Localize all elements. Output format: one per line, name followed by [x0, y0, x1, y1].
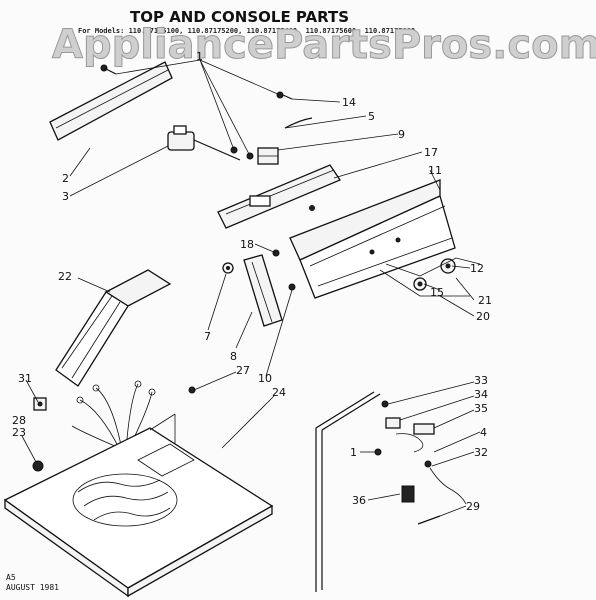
callout-29: 29 — [466, 500, 480, 513]
part-5-clip — [257, 147, 279, 165]
watermark: AppliancePartsPros.com — [52, 22, 596, 68]
callout-14: 14 — [342, 96, 356, 109]
callout-15: 15 — [430, 286, 444, 299]
callout-20: 20 — [476, 310, 490, 323]
part-22-lid-hinge — [55, 269, 172, 387]
part-29-wire-end — [417, 515, 441, 525]
callout-1-inset: 1 — [350, 446, 357, 459]
model-list: For Models: 110.87175100, 110.87175200, … — [78, 27, 415, 35]
part-34-bracket — [385, 417, 401, 429]
inset-detail — [315, 391, 467, 592]
part-3-switch — [167, 125, 241, 161]
part-31-clip — [33, 397, 47, 411]
part-36-block — [401, 485, 415, 503]
part-17-bracket — [217, 164, 341, 229]
page-code: A5 — [6, 573, 16, 582]
part-2-trim-strip — [49, 61, 173, 141]
callout-4: 4 — [480, 426, 487, 439]
callout-32: 32 — [474, 446, 488, 459]
callout-1: 1 — [196, 50, 203, 63]
page-title: TOP AND CONSOLE PARTS — [130, 8, 349, 26]
callout-labels: 1 14 5 9 17 11 2 3 18 22 7 8 10 27 24 31… — [12, 50, 492, 513]
part-15-knob — [413, 277, 427, 291]
callout-8: 8 — [230, 350, 237, 363]
part-24-cabinet-top — [3, 413, 274, 598]
part-33-screw — [381, 400, 389, 408]
part-20-outline — [379, 269, 470, 297]
part-8-bracket — [243, 254, 283, 327]
part-14-wire — [284, 117, 313, 129]
callout-35: 35 — [474, 402, 488, 415]
callout-3: 3 — [62, 190, 69, 203]
callout-9: 9 — [398, 128, 405, 141]
callout-17: 17 — [424, 146, 438, 159]
callout-11: 11 — [428, 164, 442, 177]
callout-18: 18 — [240, 238, 254, 251]
callout-24: 24 — [272, 386, 286, 399]
part-10-screw — [288, 283, 296, 291]
callout-31: 31 — [18, 372, 32, 385]
callout-2: 2 — [62, 172, 69, 185]
part-32-screw — [424, 460, 432, 468]
callout-12: 12 — [470, 262, 484, 275]
callout-34: 34 — [474, 388, 488, 401]
callout-21: 21 — [478, 294, 492, 307]
callout-23: 23 — [12, 426, 26, 439]
callout-10: 10 — [258, 372, 272, 385]
part-11-console — [289, 179, 456, 299]
callout-27: 27 — [236, 364, 250, 377]
part-12-knob — [440, 258, 456, 274]
part-21-outline — [385, 257, 481, 277]
callout-33: 33 — [474, 374, 488, 387]
callout-22: 22 — [58, 270, 72, 283]
part-23-grommet — [32, 460, 44, 472]
revision-date: AUGUST 1981 — [6, 583, 59, 592]
callout-7: 7 — [204, 330, 211, 343]
part-7-nut — [222, 262, 234, 274]
callout-28: 28 — [12, 414, 26, 427]
callout-36: 36 — [352, 494, 366, 507]
callout-5: 5 — [368, 110, 375, 123]
leader-lines — [21, 59, 481, 517]
